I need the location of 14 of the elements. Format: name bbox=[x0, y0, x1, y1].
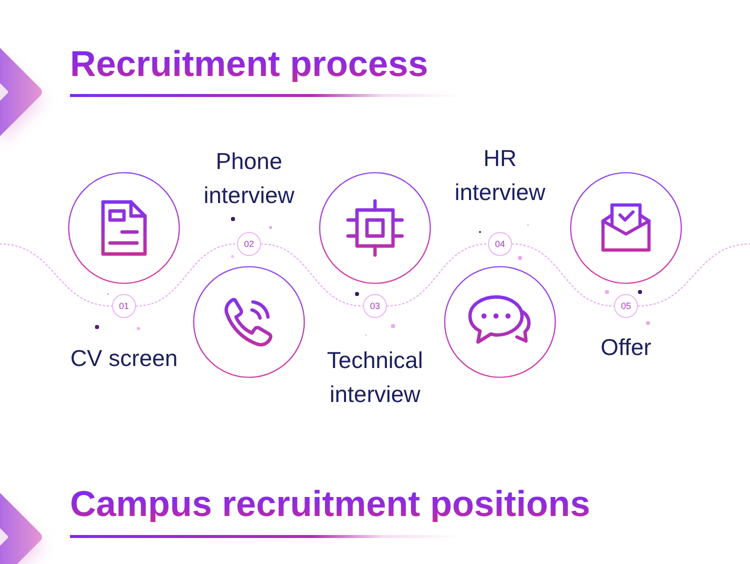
step-label: HR interview bbox=[454, 144, 546, 207]
dotted-connector bbox=[135, 243, 238, 307]
step-label: Phone interview bbox=[202, 147, 296, 210]
step-label: CV screen bbox=[69, 344, 179, 373]
step-label: Offer bbox=[600, 333, 652, 362]
dotted-connector bbox=[386, 243, 489, 307]
dotted-connector bbox=[260, 243, 364, 307]
step-number: 01 bbox=[112, 294, 136, 318]
step-number: 03 bbox=[363, 294, 387, 318]
step-label: Technical interview bbox=[326, 346, 424, 409]
step-number: 04 bbox=[488, 232, 512, 256]
dotted-connector bbox=[511, 243, 615, 307]
step-number: 05 bbox=[614, 294, 638, 318]
step-number: 02 bbox=[237, 232, 261, 256]
